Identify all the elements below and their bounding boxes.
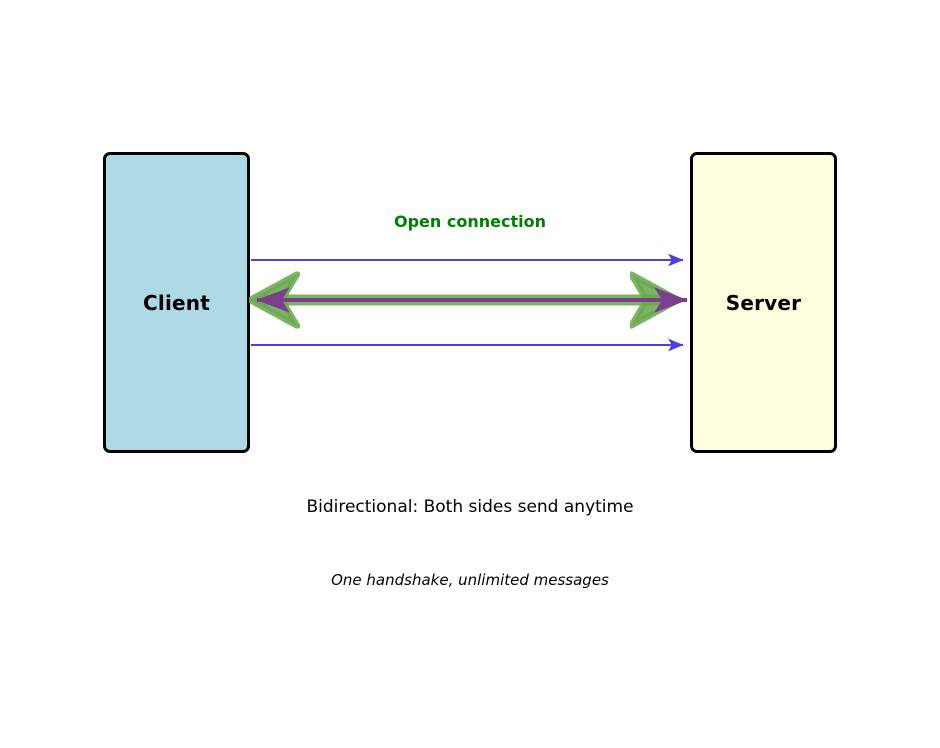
node-server-label: Server: [725, 290, 802, 315]
caption-handshake: One handshake, unlimited messages: [331, 571, 609, 589]
open-connection-label: Open connection: [394, 212, 546, 231]
caption-bidirectional: Bidirectional: Both sides send anytime: [306, 497, 634, 517]
node-client-label: Client: [143, 290, 210, 315]
node-server[interactable]: Server: [690, 152, 837, 453]
node-client[interactable]: Client: [103, 152, 250, 453]
